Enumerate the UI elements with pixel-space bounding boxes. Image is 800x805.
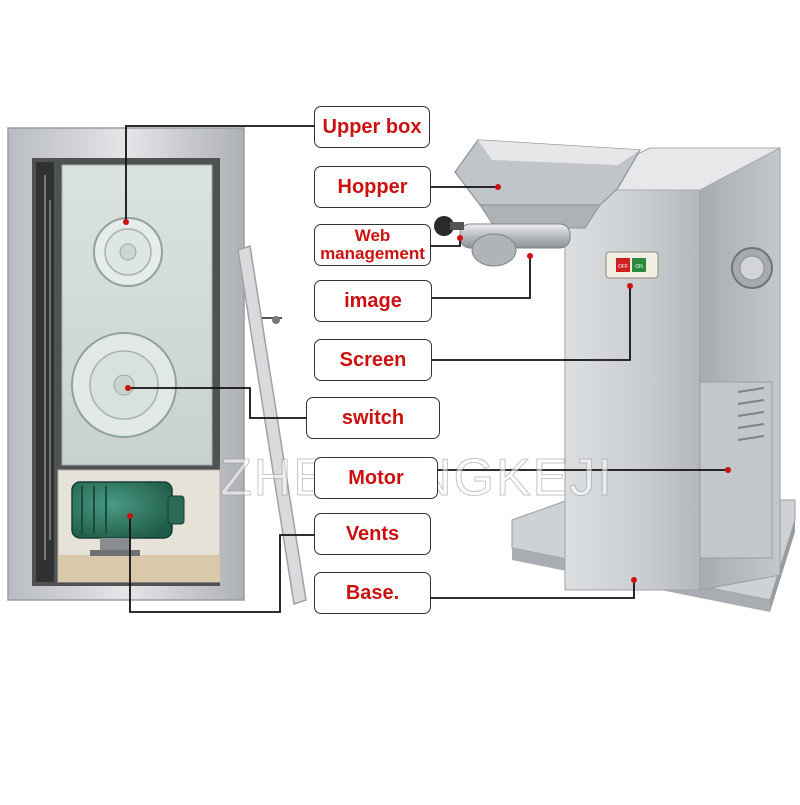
label-web-management: Web management (314, 224, 431, 266)
open-door (237, 245, 307, 605)
label-base-text: Base. (345, 581, 400, 604)
label-upper-box: Upper box (314, 106, 430, 148)
leader-base (431, 580, 635, 599)
leader-dots (123, 184, 731, 583)
leader-vents (129, 516, 314, 613)
label-screen: Screen (314, 339, 432, 381)
label-motor: Motor (314, 457, 438, 499)
label-switch-text: switch (341, 406, 405, 429)
leader-lines (125, 125, 728, 613)
label-switch: switch (306, 397, 440, 439)
open-cabinet (7, 127, 307, 605)
leader-upper-box (125, 125, 314, 222)
leader-web-management (431, 238, 461, 247)
label-image: image (314, 280, 432, 322)
leader-screen (432, 286, 631, 361)
switch-panel: OFF ON (605, 251, 659, 279)
label-vents-text: Vents (345, 522, 400, 545)
off-button (616, 258, 630, 272)
label-screen-text: Screen (339, 348, 407, 371)
on-button-label: ON (635, 264, 643, 270)
closed-machine: OFF ON (434, 139, 796, 612)
lower-round-cover (71, 332, 177, 438)
label-web-line1: Web (354, 226, 391, 245)
upper-round-cover (93, 217, 163, 287)
label-upper-box-text: Upper box (322, 115, 422, 138)
off-button-label: OFF (618, 264, 628, 270)
on-button (632, 258, 646, 272)
granulating-tube (434, 216, 571, 267)
label-hopper: Hopper (314, 166, 431, 208)
label-image-text: image (344, 289, 402, 312)
vent-slots (737, 387, 765, 441)
hand-knob (434, 216, 454, 236)
leader-switch (128, 387, 306, 419)
label-base: Base. (314, 572, 431, 614)
label-hopper-text: Hopper (337, 175, 408, 198)
motor-body (71, 481, 185, 556)
label-motor-text: Motor (348, 466, 404, 489)
hopper (454, 139, 642, 229)
label-web-line2: management (320, 244, 425, 263)
label-vents: Vents (314, 513, 431, 555)
leader-image (432, 256, 531, 299)
